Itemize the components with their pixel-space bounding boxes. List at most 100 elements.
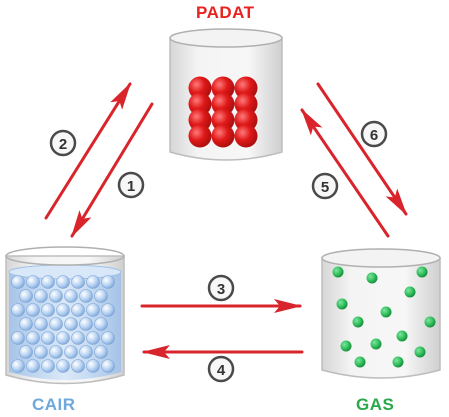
liquid-particle xyxy=(71,275,85,289)
arrow-step-2 xyxy=(44,82,132,220)
liquid-particle xyxy=(101,303,115,317)
liquid-particle xyxy=(101,359,115,373)
liquid-particle xyxy=(56,275,70,289)
step-number: 2 xyxy=(59,136,67,153)
liquid-particle xyxy=(86,359,100,373)
solid-label: PADAT xyxy=(196,3,255,22)
liquid-particle xyxy=(19,345,33,359)
liquid-particle xyxy=(56,303,70,317)
step-number: 1 xyxy=(127,178,135,195)
liquid-particle xyxy=(26,331,40,345)
liquid-particle xyxy=(11,303,25,317)
liquid-particle xyxy=(56,331,70,345)
gas-particle xyxy=(404,286,416,298)
step-badge-3: 3 xyxy=(207,274,235,302)
solid-particle xyxy=(211,124,235,148)
gas-particle xyxy=(340,340,352,352)
liquid-particle xyxy=(71,331,85,345)
liquid-particle xyxy=(79,317,93,331)
liquid-particle xyxy=(79,289,93,303)
liquid-particle xyxy=(86,275,100,289)
step-badge-2: 2 xyxy=(49,129,77,157)
liquid-particle xyxy=(101,331,115,345)
liquid-particle xyxy=(41,331,55,345)
step-number: 5 xyxy=(321,179,329,196)
liquid-particle xyxy=(86,331,100,345)
solid-particle xyxy=(188,92,212,116)
step-badge-6: 6 xyxy=(360,120,388,148)
liquid-particle xyxy=(86,303,100,317)
liquid-particle xyxy=(41,275,55,289)
solid-particle xyxy=(234,76,258,100)
liquid-particle xyxy=(49,345,63,359)
liquid-particle xyxy=(11,359,25,373)
gas-particle xyxy=(414,346,426,358)
gas-particle xyxy=(424,316,436,328)
liquid-particle xyxy=(64,289,78,303)
arrow-step-6 xyxy=(316,82,408,216)
gas-particle xyxy=(352,316,364,328)
gas-particles xyxy=(332,266,436,368)
liquid-label: CAIR xyxy=(32,395,76,414)
liquid-particle xyxy=(79,345,93,359)
liquid-particle xyxy=(41,359,55,373)
gas-particle xyxy=(380,306,392,318)
solid-particle xyxy=(188,108,212,132)
liquid-particle xyxy=(26,303,40,317)
solid-particle xyxy=(234,108,258,132)
liquid-particle xyxy=(34,317,48,331)
gas-particle xyxy=(416,266,428,278)
liquid-particle xyxy=(56,359,70,373)
solid-particle xyxy=(234,92,258,116)
solid-particle xyxy=(188,76,212,100)
liquid-particle xyxy=(19,317,33,331)
liquid-particle xyxy=(94,289,108,303)
gas-label: GAS xyxy=(356,395,395,414)
step-number: 3 xyxy=(217,281,225,298)
gas-particle xyxy=(370,338,382,350)
solid-particle xyxy=(188,124,212,148)
arrow-step-4 xyxy=(142,345,304,359)
step-number: 4 xyxy=(217,362,226,379)
liquid-particle xyxy=(94,317,108,331)
solid-particle xyxy=(234,124,258,148)
liquid-particle xyxy=(26,275,40,289)
liquid-particle xyxy=(49,289,63,303)
gas-beaker xyxy=(321,248,441,379)
solid-particle xyxy=(211,76,235,100)
arrow-step-1 xyxy=(70,102,154,238)
liquid-particle xyxy=(34,289,48,303)
liquid-beaker xyxy=(5,246,125,385)
solid-particle xyxy=(211,92,235,116)
step-badge-5: 5 xyxy=(311,172,339,200)
liquid-particle xyxy=(49,317,63,331)
solid-particles xyxy=(188,76,258,148)
liquid-particle xyxy=(19,289,33,303)
liquid-particles xyxy=(11,275,115,373)
liquid-particle xyxy=(11,331,25,345)
liquid-particle xyxy=(94,345,108,359)
step-badge-4: 4 xyxy=(207,355,235,383)
liquid-particle xyxy=(64,345,78,359)
gas-particle xyxy=(354,356,366,368)
liquid-particle xyxy=(26,359,40,373)
gas-particle xyxy=(336,298,348,310)
gas-particle xyxy=(396,330,408,342)
solid-beaker xyxy=(169,28,283,161)
liquid-particle xyxy=(71,359,85,373)
step-number: 6 xyxy=(370,127,378,144)
liquid-particle xyxy=(41,303,55,317)
liquid-particle xyxy=(34,345,48,359)
arrow-step-5 xyxy=(300,108,390,238)
transition-arrows xyxy=(44,82,408,359)
step-badge-1: 1 xyxy=(117,171,145,199)
liquid-particle xyxy=(11,275,25,289)
gas-particle xyxy=(366,272,378,284)
solid-particle xyxy=(211,108,235,132)
liquid-particle xyxy=(71,303,85,317)
gas-particle xyxy=(392,356,404,368)
liquid-particle xyxy=(101,275,115,289)
arrow-step-3 xyxy=(140,299,302,313)
